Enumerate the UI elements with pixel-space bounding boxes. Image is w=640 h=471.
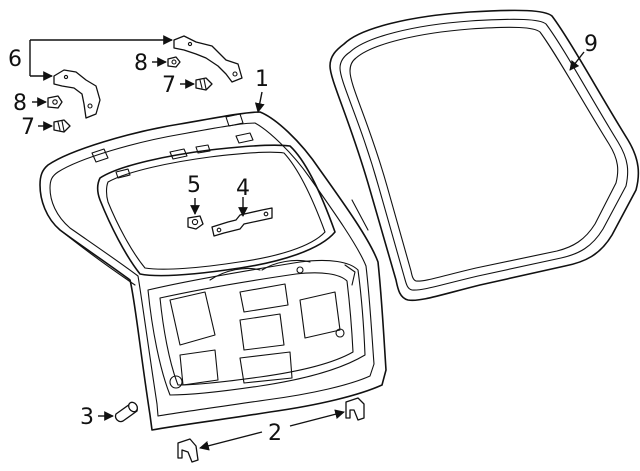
nut-part-5[interactable] [187, 215, 204, 230]
bracket-part[interactable] [211, 207, 273, 237]
callout-6: 6 [8, 47, 22, 72]
callout-8-lower: 8 [13, 91, 27, 116]
callout-1: 1 [255, 67, 269, 92]
bumper-part-2-right[interactable] [345, 397, 365, 421]
hinge-part-upper[interactable] [173, 35, 243, 83]
hinge-part-lower[interactable] [53, 69, 101, 119]
leader-2-left [199, 431, 263, 451]
callout-5: 5 [187, 173, 201, 198]
callout-2: 2 [268, 421, 282, 446]
nut-part-8-upper[interactable] [167, 56, 181, 68]
callout-3: 3 [80, 405, 94, 430]
liftgate-part[interactable] [39, 111, 387, 431]
leader-9 [569, 51, 585, 71]
leader-1 [254, 91, 265, 113]
bolt-part-7-upper[interactable] [195, 77, 213, 91]
callout-8-upper: 8 [134, 51, 148, 76]
bumper-part-2-left[interactable] [177, 438, 199, 463]
leader-2-right [289, 409, 345, 427]
callout-7-lower: 7 [21, 115, 35, 140]
callout-9: 9 [584, 32, 598, 57]
bolt-part-7-lower[interactable] [53, 119, 71, 133]
callout-7-upper: 7 [162, 73, 176, 98]
nut-part-8-lower[interactable] [47, 95, 63, 109]
bumper-part-3[interactable] [114, 401, 140, 423]
weatherstrip-part[interactable] [329, 9, 640, 302]
callout-4: 4 [236, 176, 250, 201]
